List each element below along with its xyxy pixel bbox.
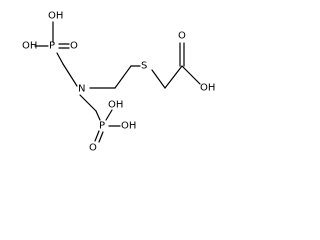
atom-label-o-carboxyl: O — [178, 31, 186, 42]
bond-p-bottom-oh-top — [105, 109, 113, 121]
bond-ch2-p-bottom — [95, 110, 101, 121]
structure-diagram: OH OH P O N S O OH OH P OH O — [22, 11, 215, 154]
bond-c-oh — [181, 65, 201, 85]
bond-p-top-ch2 — [56, 52, 64, 65]
bond-ch2-ch2 — [114, 65, 132, 89]
atom-label-oh-bottom-top: OH — [108, 100, 123, 111]
atom-label-oh-top: OH — [48, 11, 63, 22]
bond-p-bottom-o-double-a — [94, 130, 100, 142]
atom-label-o-top: O — [70, 41, 78, 52]
atom-label-p-top: P — [49, 41, 55, 52]
bond-n-ch2-bottom — [79, 94, 97, 112]
atom-labels: OH OH P O N S O OH OH P OH O — [22, 11, 215, 154]
bond-ch2-n-top — [62, 63, 78, 87]
bond-p-bottom-o-double-b — [98, 131, 104, 143]
bond-s-ch2 — [151, 69, 166, 89]
atom-label-s: S — [141, 61, 147, 72]
bond-ch2-c — [164, 65, 183, 89]
bonds — [34, 21, 201, 143]
atom-label-o-bottom: O — [89, 143, 97, 154]
atom-label-oh-left: OH — [22, 41, 37, 52]
atom-label-oh-carboxyl: OH — [200, 83, 215, 94]
atom-label-n: N — [78, 84, 85, 95]
atom-label-oh-bottom-right: OH — [121, 121, 136, 132]
atom-label-p-bottom: P — [99, 121, 105, 132]
